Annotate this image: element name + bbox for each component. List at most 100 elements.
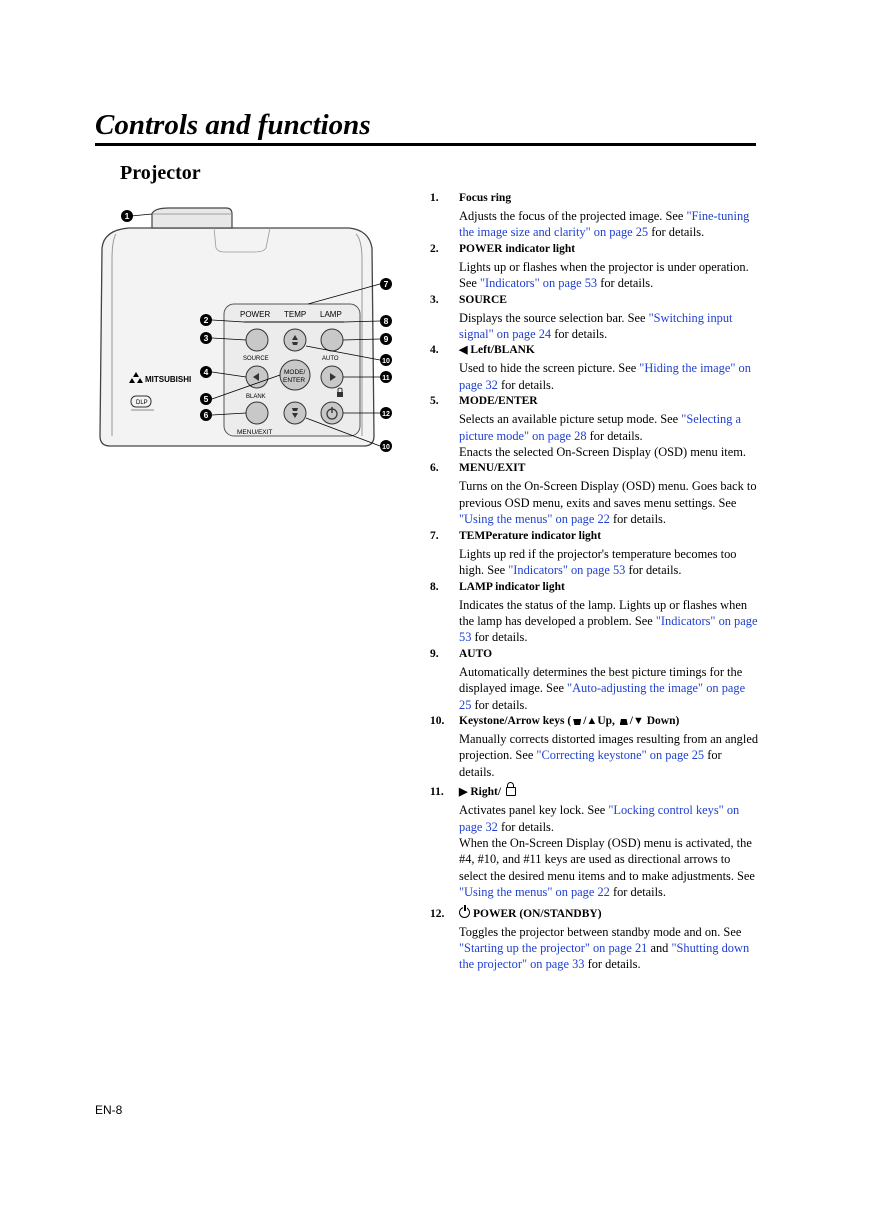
cross-reference-link[interactable]: "Indicators" on page 53 — [480, 276, 598, 291]
source-label: SOURCE — [243, 356, 269, 362]
callout-8-label: 8 — [384, 316, 389, 326]
item-text: Manually corrects distorted images resul… — [459, 731, 759, 763]
item-title: Focus ring — [459, 192, 512, 204]
list-item: 3. SOURCE Displays the source selection … — [430, 292, 760, 343]
cross-reference-link[interactable]: "Switching input signal" on page 24 — [459, 310, 733, 342]
item-text: for details. — [609, 885, 666, 900]
callout-10b — [380, 440, 392, 452]
cross-reference-link[interactable]: "Indicators" on page 53 — [459, 613, 758, 645]
item-title: TEMPerature indicator light — [459, 529, 602, 542]
item-text: Activates panel key lock. See — [459, 803, 609, 818]
item-title: MENU/EXIT — [459, 462, 526, 475]
item-text: When the On-Screen Display (OSD) menu is… — [459, 835, 755, 883]
down-arrow-icon: ▼ — [632, 714, 644, 727]
callout-11-label: 11 — [382, 375, 390, 382]
menu-exit-button — [245, 401, 269, 425]
power-indicator-label: POWER — [240, 310, 270, 319]
right-arrow-icon: ▶ — [459, 786, 468, 799]
enter-label: ENTER — [283, 377, 305, 384]
item-text: Turns on the On-Screen Display (OSD) men… — [459, 479, 757, 510]
projector-diagram: POWER TEMP LAMP SOURCE AUTO MODE/ ENTER … — [99, 207, 392, 452]
item-number: 7. — [430, 529, 439, 542]
item-number: 3. — [430, 293, 439, 306]
item-text: Lights up red if the projector's tempera… — [459, 546, 737, 578]
callout-7-label: 7 — [384, 279, 389, 289]
item-number: 2. — [430, 242, 439, 255]
callout-10a-label: 10 — [382, 358, 390, 365]
item-title: LAMP indicator light — [459, 580, 565, 593]
auto-label: AUTO — [322, 356, 339, 362]
cross-reference-link[interactable]: "Hiding the image" on page 32 — [459, 361, 751, 392]
cross-reference-link[interactable]: "Starting up the projector" on page 21 — [459, 941, 648, 955]
callout-8 — [380, 315, 392, 327]
cross-reference-link[interactable]: "Fine-tuning the image size and clarity"… — [459, 209, 750, 240]
item-title: POWER (ON/STANDBY) — [473, 907, 602, 920]
list-item: 11. ▶ Right/ Activates panel key lock. S… — [430, 782, 755, 900]
callout-7 — [380, 278, 392, 290]
item-text: Automatically determines the best pictur… — [459, 664, 743, 696]
up-arrow-icon: ▲ — [586, 714, 598, 727]
item-text: for details. — [597, 276, 654, 291]
item-text: for details. — [551, 327, 608, 342]
item-text: Enacts the selected On-Screen Display (O… — [459, 445, 746, 460]
item-text: for details. — [584, 957, 641, 972]
item-title: Right — [470, 786, 498, 799]
item-text: and — [647, 941, 672, 955]
item-number: 12. — [430, 907, 445, 920]
list-item: 9. AUTO Automatically determines the bes… — [430, 646, 760, 713]
cross-reference-link[interactable]: "Shutting down the projector" on page 33 — [459, 941, 750, 972]
list-item: 1. Focus ring Adjusts the focus of the p… — [430, 190, 760, 241]
mode-label: MODE/ — [284, 369, 306, 376]
title-rule — [95, 143, 756, 146]
cross-reference-link[interactable]: "Correcting keystone" on page 25 — [536, 748, 705, 763]
item-text: for details. — [609, 512, 666, 527]
lock-icon — [505, 782, 516, 797]
item-title-part: Down) — [646, 714, 680, 727]
item-text: Displays the source selection bar. See — [459, 310, 649, 325]
item-title: Left/BLANK — [470, 344, 535, 357]
cross-reference-link[interactable]: "Selecting a picture mode" on page 28 — [459, 412, 742, 443]
callout-12-label: 12 — [382, 411, 390, 418]
item-text: Used to hide the screen picture. See — [459, 361, 640, 376]
item-number: 9. — [430, 647, 439, 660]
item-number: 11. — [430, 786, 444, 799]
temp-indicator-label: TEMP — [284, 310, 306, 319]
item-title: SOURCE — [459, 293, 507, 306]
list-item: 4. ◀ Left/BLANK Used to hide the screen … — [430, 342, 760, 393]
cross-reference-link[interactable]: "Using the menus" on page 22 — [459, 885, 610, 900]
cross-reference-link[interactable]: "Auto-adjusting the image" on page 25 — [459, 681, 746, 712]
cross-reference-link[interactable]: "Locking control keys" on page 32 — [459, 803, 740, 834]
item-text: Lights up or flashes when the projector … — [459, 259, 749, 291]
list-item: 8. LAMP indicator light Indicates the st… — [430, 579, 760, 646]
callout-1 — [121, 210, 133, 222]
page-title: Controls and functions — [95, 109, 371, 141]
list-item: 12. POWER (ON/STANDBY) Toggles the proje… — [430, 904, 760, 973]
item-text: for details. — [459, 748, 722, 779]
left-arrow-icon: ◀ — [459, 344, 468, 357]
item-text: Selects an available picture setup mode.… — [459, 412, 682, 427]
keystone-up-icon — [619, 718, 628, 725]
callout-5 — [200, 393, 212, 405]
callout-10a — [380, 354, 392, 366]
cross-reference-link[interactable]: "Indicators" on page 53 — [508, 563, 626, 578]
item-title: MODE/ENTER — [459, 395, 538, 408]
item-title-part: Up, — [597, 714, 615, 727]
item-text: Indicates the status of the lamp. Lights… — [459, 597, 748, 628]
callout-3 — [200, 332, 212, 344]
page-number: EN-8 — [95, 1103, 123, 1117]
item-title: Keystone/Arrow keys ( — [459, 714, 572, 727]
section-heading: Projector — [120, 162, 201, 184]
cross-reference-link[interactable]: "Using the menus" on page 22 — [459, 512, 610, 527]
mitsubishi-logo-icon — [129, 372, 143, 383]
item-number: 10. — [430, 714, 445, 727]
controls-list: 1. Focus ring Adjusts the focus of the p… — [430, 190, 760, 973]
item-text: for details. — [471, 630, 528, 645]
callout-10b-label: 10 — [382, 444, 390, 451]
dlp-logo-icon — [130, 395, 152, 408]
item-number: 5. — [430, 395, 439, 408]
callout-3-label: 3 — [204, 333, 209, 343]
keystone-down-icon — [573, 718, 582, 725]
item-number: 4. — [430, 344, 439, 357]
callout-4 — [200, 366, 212, 378]
callout-5-label: 5 — [204, 394, 209, 404]
